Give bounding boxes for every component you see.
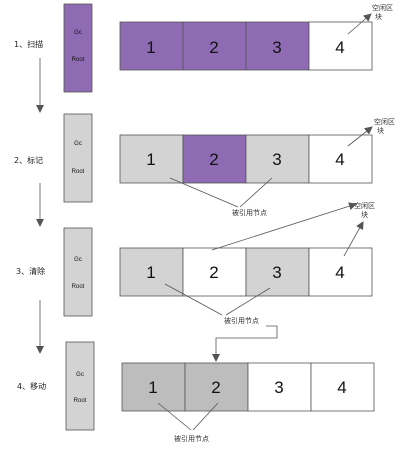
gc-root-label: Root	[72, 57, 85, 63]
memory-cell-4	[308, 134, 373, 184]
gc-root-label: Root	[74, 398, 87, 404]
cell-number: 3	[272, 38, 281, 57]
cell-number: 4	[337, 378, 346, 397]
memory-cell-4	[310, 362, 375, 412]
cell-number: 2	[211, 378, 220, 397]
cell-number: 1	[146, 263, 155, 282]
reference-line	[192, 402, 219, 431]
cell-number: 4	[335, 38, 344, 57]
reference-line	[225, 287, 271, 316]
memory-cell-4	[308, 247, 373, 297]
cell-number: 1	[146, 150, 155, 169]
cell-number: 3	[274, 378, 283, 397]
free-block-arrow	[343, 221, 364, 257]
free-block-label: 空闲区	[374, 117, 395, 126]
reference-line	[164, 283, 223, 316]
cell-number: 1	[146, 38, 155, 57]
gc-root-label: Gc	[76, 372, 84, 378]
free-block-arrow	[347, 13, 372, 35]
gc-root-box	[63, 227, 93, 317]
cell-number: 2	[209, 150, 218, 169]
memory-cell-2	[182, 134, 247, 184]
reference-line	[157, 402, 192, 431]
memory-blocks: 1 2 3 4	[119, 247, 373, 297]
step-label: 1、扫描	[14, 39, 43, 49]
gc-root-box	[65, 341, 95, 431]
memory-cell-3	[245, 134, 310, 184]
free-block-label: 块	[377, 126, 384, 135]
memory-blocks: 1 2 3 4	[121, 362, 375, 412]
memory-cell-3	[245, 247, 310, 297]
step-label: 2、标记	[14, 155, 43, 165]
cell-number: 2	[209, 38, 218, 57]
gc-root-box	[63, 113, 93, 203]
free-block-label: 空闲区	[354, 201, 375, 210]
free-block-label: 空闲区	[372, 3, 393, 12]
gc-root-label: Gc	[74, 257, 82, 263]
free-block-label: 块	[361, 210, 368, 219]
gc-root-label: Root	[72, 284, 85, 290]
step-label: 3、清除	[16, 266, 45, 276]
gc-root-label: Gc	[74, 30, 82, 36]
cell-number: 4	[335, 150, 344, 169]
cell-number: 2	[209, 263, 218, 282]
move-arrow	[212, 325, 278, 362]
memory-blocks: 1 2 3 4	[119, 134, 373, 184]
memory-cell-3	[247, 362, 312, 412]
memory-cell-2	[182, 21, 247, 71]
memory-blocks: 1 2 3 4	[119, 21, 373, 71]
step-label: 4、移动	[17, 381, 46, 391]
row-mark: 2、标记 Gc Root 1 2 3 4 空闲区 块 被引用节点	[14, 113, 395, 217]
reference-line	[169, 177, 239, 208]
reference-line	[239, 177, 273, 208]
cell-number: 3	[272, 150, 281, 169]
gc-root-box	[63, 3, 93, 93]
cell-number: 3	[272, 263, 281, 282]
gc-root-label: Gc	[74, 141, 82, 147]
gc-root-label: Root	[72, 169, 85, 175]
memory-cell-3	[245, 21, 310, 71]
cell-number: 1	[148, 378, 157, 397]
free-block-label: 块	[375, 12, 382, 21]
referenced-node-label: 被引用节点	[174, 434, 209, 443]
row-move: 4、移动 Gc Root 1 2 3 4 被引用节点	[17, 341, 375, 443]
free-block-arrow	[347, 126, 373, 147]
memory-cell-2	[182, 247, 247, 297]
row-sweep: 3、清除 Gc Root 1 2 3 4 空闲区 块 被引用节点	[16, 201, 375, 362]
referenced-node-label: 被引用节点	[232, 208, 267, 217]
memory-cell-2	[184, 362, 249, 412]
memory-cell-1	[119, 21, 184, 71]
free-block-arrow	[211, 202, 357, 251]
memory-cell-4	[308, 21, 373, 71]
cell-number: 4	[335, 263, 344, 282]
referenced-node-label: 被引用节点	[224, 316, 259, 325]
row-scan: 1、扫描 Gc Root 1 2 3 4 空闲区 块	[14, 3, 393, 93]
memory-cell-1	[121, 362, 186, 412]
